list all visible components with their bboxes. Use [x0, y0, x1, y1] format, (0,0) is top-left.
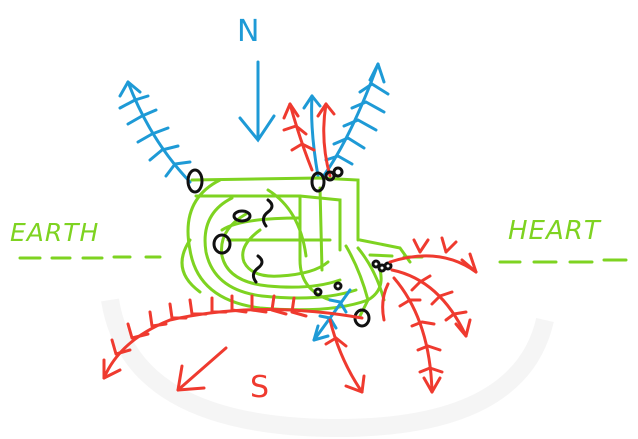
green-loops: [180, 176, 412, 318]
red-feather-right: [381, 236, 478, 394]
red-feather-bottom-left: [102, 294, 364, 380]
paper-shadow: [101, 298, 554, 438]
south-label: S: [250, 370, 270, 405]
red-feather-top: [282, 102, 336, 178]
north-label: N: [237, 14, 259, 49]
blue-feather-right: [302, 62, 390, 180]
blue-feather-left: [118, 80, 192, 184]
red-feather-bottom-center: [324, 318, 366, 394]
coil-markers: [186, 166, 393, 328]
north-arrow: [238, 60, 276, 143]
south-arrow: [176, 346, 228, 392]
heart-label: HEART: [508, 216, 601, 246]
horizon-dashed-line: [18, 253, 628, 264]
earth-label: EARTH: [10, 218, 100, 247]
